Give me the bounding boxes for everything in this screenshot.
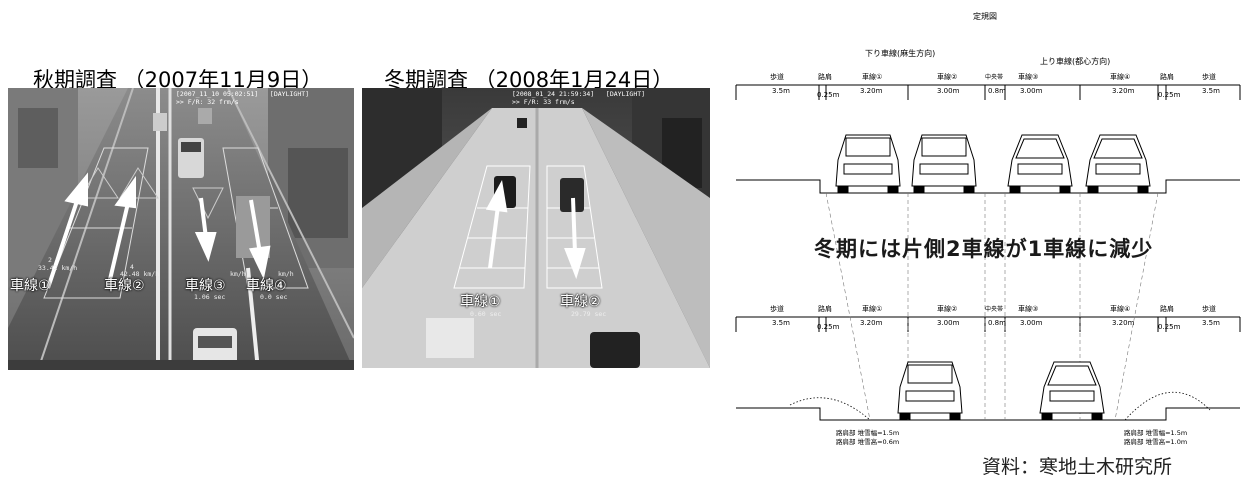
bottom-width-lane-4: 3.20m <box>1112 319 1135 327</box>
source-credit: 資料：寒地土木研究所 <box>982 456 1173 478</box>
bottom-width-lane-1: 3.20m <box>860 319 883 327</box>
autumn-lane-number-2: 2 <box>48 256 52 264</box>
bottom-col-shoulder-l: 路肩 <box>818 305 832 313</box>
top-width-shoulder-r: 0.25m <box>1158 91 1181 99</box>
autumn-time-1: 1.06 sec <box>194 293 226 301</box>
direction-up-label: 上り車線(都心方向) <box>1040 57 1111 66</box>
bottom-width-lane-2: 3.00m <box>937 319 960 327</box>
winter-lane-reduction-message: 冬期には片側2車線が1車線に減少 <box>814 237 1154 261</box>
bottom-width-sidewalk-r: 3.5m <box>1202 319 1220 327</box>
bottom-col-lane-1: 車線① <box>862 305 883 313</box>
top-width-sidewalk-r: 3.5m <box>1202 87 1220 95</box>
snow-height-left: 路肩部 堆雪高=0.6m <box>836 438 900 446</box>
autumn-hud-framerate: >> F/R: 32 frm/s <box>176 98 239 106</box>
winter-lane-1-label: 車線① <box>460 294 501 310</box>
snow-width-right: 路肩部 堆雪幅=1.5m <box>1124 429 1188 437</box>
winter-hud-framerate: >> F/R: 33 frm/s <box>512 98 575 106</box>
autumn-lane-4-label: 車線④ <box>246 278 287 294</box>
top-col-shoulder-l: 路肩 <box>818 73 832 81</box>
top-width-lane-2: 3.00m <box>937 87 960 95</box>
top-col-median: 中央帯 <box>985 74 1004 81</box>
autumn-speed-2: 42.48 km/h <box>120 270 160 278</box>
autumn-hud-timestamp: [2007_11_10 05:02:51] [DAYLIGHT] <box>176 90 310 98</box>
top-width-lane-1: 3.20m <box>860 87 883 95</box>
top-col-lane-4: 車線④ <box>1110 73 1131 81</box>
winter-time-1: 0.60 sec <box>470 310 502 318</box>
bottom-width-median: 0.8m <box>988 319 1006 327</box>
top-width-shoulder-l: 0.25m <box>817 91 840 99</box>
winter-camera-image: [2008_01_24 21:59:34] [DAYLIGHT] >> F/R:… <box>362 88 710 368</box>
autumn-speed-3: km/h <box>230 270 246 278</box>
autumn-lane-number-4: 4 <box>130 263 134 271</box>
top-col-lane-2: 車線② <box>937 73 958 81</box>
winter-lane-2-label: 車線② <box>560 294 601 310</box>
bottom-col-lane-3: 車線③ <box>1018 305 1039 313</box>
bottom-width-shoulder-r: 0.25m <box>1158 323 1181 331</box>
top-col-sidewalk-l: 歩道 <box>770 73 784 81</box>
snow-width-left: 路肩部 堆雪幅=1.5m <box>836 429 900 437</box>
autumn-speed-1: 33.42 km/h <box>38 264 78 272</box>
autumn-lane-2-label: 車線② <box>104 278 145 294</box>
winter-hud-timestamp: [2008_01_24 21:59:34] [DAYLIGHT] <box>512 90 646 98</box>
top-width-lane-4: 3.20m <box>1112 87 1135 95</box>
bottom-col-median: 中央帯 <box>985 306 1004 313</box>
bottom-width-shoulder-l: 0.25m <box>817 323 840 331</box>
top-width-lane-3: 3.00m <box>1020 87 1043 95</box>
autumn-camera-image: [2007_11_10 05:02:51] [DAYLIGHT] >> F/R:… <box>8 88 354 370</box>
bottom-width-lane-3: 3.00m <box>1020 319 1043 327</box>
autumn-lane-1-label: 車線① <box>10 278 51 294</box>
top-col-lane-1: 車線① <box>862 73 883 81</box>
top-col-lane-3: 車線③ <box>1018 73 1039 81</box>
top-col-shoulder-r: 路肩 <box>1160 73 1174 81</box>
bottom-col-lane-2: 車線② <box>937 305 958 313</box>
autumn-speed-4: km/h <box>278 270 294 278</box>
direction-down-label: 下り車線(麻生方向) <box>865 49 936 58</box>
top-col-sidewalk-r: 歩道 <box>1202 73 1216 81</box>
diagram-title: 定規図 <box>973 12 997 21</box>
top-width-median: 0.8m <box>988 87 1006 95</box>
bottom-width-sidewalk-l: 3.5m <box>772 319 790 327</box>
bottom-col-sidewalk-r: 歩道 <box>1202 305 1216 313</box>
bottom-col-shoulder-r: 路肩 <box>1160 305 1174 313</box>
top-width-sidewalk-l: 3.5m <box>772 87 790 95</box>
winter-time-2: 29.79 sec <box>571 310 607 318</box>
autumn-lane-3-label: 車線③ <box>185 278 226 294</box>
snow-height-right: 路肩部 堆雪高=1.0m <box>1124 438 1188 446</box>
autumn-time-2: 0.0 sec <box>260 293 288 301</box>
bottom-col-lane-4: 車線④ <box>1110 305 1131 313</box>
cross-section-drawing <box>735 84 1241 421</box>
bottom-col-sidewalk-l: 歩道 <box>770 305 784 313</box>
